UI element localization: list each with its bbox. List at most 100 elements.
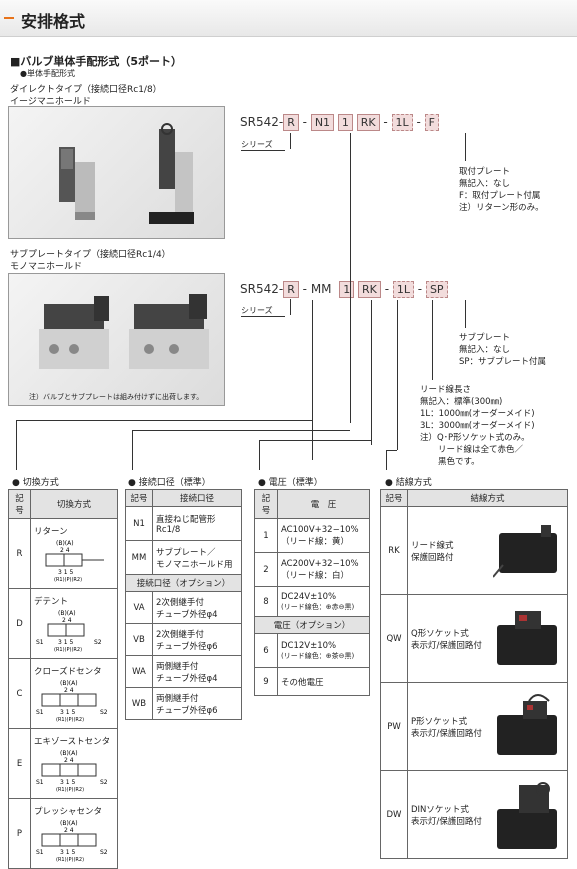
svg-text:(R1)(P)(R2): (R1)(P)(R2): [56, 857, 84, 863]
code-port-box: N1: [310, 114, 335, 131]
port-cell-vb: 2次側継手付チューブ外径φ6: [152, 623, 242, 656]
lead-note-color2: 黒色です。: [438, 457, 480, 467]
svg-text:(B)(A): (B)(A): [58, 610, 76, 617]
wiring-table-title: ● 結線方式: [385, 478, 432, 488]
code2-prefix: SR542-: [240, 282, 284, 296]
svg-text:S1: S1: [36, 849, 44, 856]
svg-text:3 1 5: 3 1 5: [60, 779, 75, 786]
voltage-2-l2: （リード線：白）: [281, 570, 350, 581]
port-wb-l2: チューブ外径φ6: [156, 705, 218, 716]
wiring-code-dw: DW: [380, 770, 408, 859]
wiring-h-name: 結線方式: [407, 489, 568, 507]
switch-table-title: ● 切換方式: [12, 478, 59, 488]
port-h-name: 接続口径: [152, 489, 242, 507]
code2-wiring-box: RK: [358, 281, 381, 298]
port-wa-l1: 両側継手付: [156, 661, 199, 672]
lead-note-remark: 注）Q･P形ソケット式のみ。: [420, 433, 530, 443]
subplate-valve-image: [39, 294, 209, 369]
wiring-pw-l2: 表示灯/保護回路付: [411, 728, 482, 739]
voltage-cell-6: DC12V±10%(リード線色：⊕茶⊖黒): [277, 633, 370, 668]
port-wb-l1: 両側継手付: [156, 693, 199, 704]
voltage-cell-8: DC24V±10%(リード線色：⊕赤⊖黒): [277, 586, 370, 617]
code-plate-box: F: [424, 114, 439, 131]
lead-length-note: リード線長さ 無記入：標準(300㎜) 1L：1000㎜(オーダーメイド) 3L…: [420, 384, 535, 468]
switch-code-c: C: [8, 658, 31, 729]
wiring-title-text: 結線方式: [395, 478, 432, 488]
model-code-subplate: SR542-R - MM 1 RK - 1L - SP: [240, 281, 448, 298]
din-socket-solenoid-image: [497, 782, 557, 849]
wiring-h-code: 記号: [380, 489, 408, 507]
svg-text:(B)(A): (B)(A): [60, 750, 78, 757]
wiring-code-qw: QW: [380, 594, 408, 683]
port-leader-down: [132, 430, 133, 470]
voltage-code-8: 8: [254, 586, 278, 617]
wiring-cell-pw: P形ソケット式表示灯/保護回路付: [407, 682, 568, 771]
svg-text:S2: S2: [100, 709, 108, 716]
voltage-table-title: ● 電圧（標準）: [258, 478, 323, 488]
plate-note-title: 取付プレート: [459, 167, 511, 177]
port-code-n1: N1: [125, 506, 153, 541]
wiring-qw-l2: 表示灯/保護回路付: [411, 640, 482, 651]
direct-valve-photo: [8, 106, 225, 239]
wiring-dw-l2: 表示灯/保護回路付: [411, 816, 482, 827]
voltage-6-l2: (リード線色：⊕茶⊖黒): [281, 651, 355, 660]
voltage-code-1: 1: [254, 518, 278, 553]
wiring-qw-l1: Q形ソケット式: [411, 628, 469, 639]
sub-note-title: サブプレート: [459, 333, 511, 343]
switch-code-d: D: [8, 588, 31, 659]
code2-port: MM: [310, 282, 332, 296]
plate-note-f: F：取付プレート付属: [459, 191, 541, 201]
svg-text:(R1)(P)(R2): (R1)(P)(R2): [56, 787, 84, 793]
voltage-8-l2: (リード線色：⊕赤⊖黒): [281, 602, 355, 611]
voltage-1-l1: AC100V+32−10%: [281, 524, 359, 535]
plate-note-none: 無記入：なし: [459, 179, 511, 189]
wiring-leader-h: [386, 450, 397, 451]
plate-note-remark: 注）リターン形のみ。: [459, 203, 544, 213]
sub-note-sp: SP：サブプレート付属: [459, 357, 547, 367]
series-leader-1: [290, 133, 291, 149]
code-voltage-box: 1: [337, 114, 353, 131]
svg-text:S2: S2: [94, 639, 102, 646]
page-title: 安排格式: [21, 12, 86, 31]
voltage-code-6: 6: [254, 633, 278, 668]
direct-type-label: ダイレクトタイプ（接続口径Rc1/8）: [10, 85, 162, 95]
series-leader-2: [290, 299, 291, 315]
subplate-note: サブプレート 無記入：なし SP：サブプレート付属: [459, 332, 546, 368]
svg-text:3 1 5: 3 1 5: [60, 849, 75, 856]
wiring-cell-qw: Q形ソケット式表示灯/保護回路付: [407, 594, 568, 683]
voltage-leader-v: [371, 300, 372, 445]
port-vb-l2: チューブ外径φ6: [156, 641, 218, 652]
port-va-l2: チューブ外径φ4: [156, 609, 218, 620]
voltage-leader-h: [259, 440, 371, 441]
port-code-va: VA: [125, 591, 153, 624]
port-cell-va: 2次側継手付チューブ外径φ4: [152, 591, 242, 624]
port-cell-wa: 両側継手付チューブ外径φ4: [152, 655, 242, 688]
switch-leader-h: [16, 420, 312, 421]
wiring-code-pw: PW: [380, 682, 408, 771]
switch-name-d: デテント: [34, 596, 69, 607]
voltage-h-code: 記号: [254, 489, 278, 519]
port-n1-l2: Rc1/8: [156, 524, 181, 535]
port-leader-v: [350, 133, 351, 423]
subplate-manifold-label: モノマニホールド: [10, 262, 83, 272]
port-code-wb: WB: [125, 687, 153, 720]
port-opt-title: 接続口径（オプション）: [125, 574, 242, 592]
code-wiring-box: RK: [356, 114, 380, 131]
voltage-title-text: 電圧（標準）: [268, 478, 323, 488]
plate-note: 取付プレート 無記入：なし F：取付プレート付属 注）リターン形のみ。: [459, 166, 544, 214]
svg-text:3 1 5: 3 1 5: [58, 639, 73, 646]
model-code-direct: SR542-R - N1 1 RK - 1L - F: [240, 114, 439, 131]
wiring-table: 記号結線方式 RK リード線式保護回路付 QW Q形ソケット式表示灯/保護回路付…: [380, 489, 568, 859]
plate-leader: [465, 133, 466, 161]
svg-text:2 4: 2 4: [64, 827, 74, 834]
port-cell-mm: サブプレート／モノマニホールド用: [152, 540, 242, 575]
switch-leader-v: [312, 300, 313, 460]
svg-text:(R1)(P)(R2): (R1)(P)(R2): [54, 577, 82, 583]
svg-text:S2: S2: [100, 849, 108, 856]
